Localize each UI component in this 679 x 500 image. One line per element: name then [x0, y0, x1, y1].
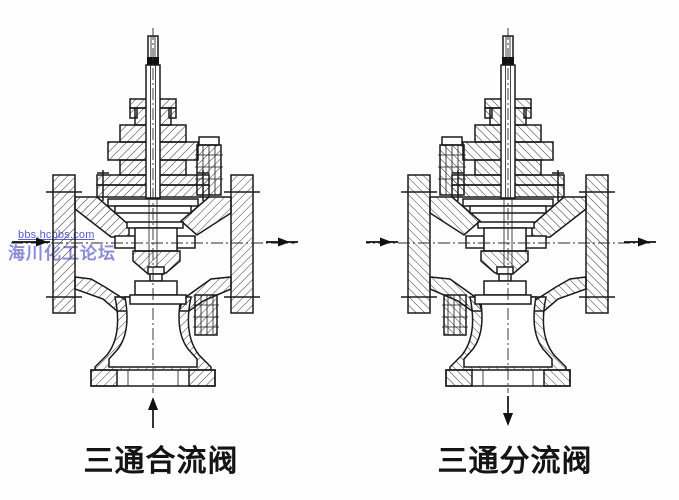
converging-valve-bottom-inlet-arrow-icon	[148, 397, 158, 428]
diverging-valve-right-outlet-arrow-icon	[624, 237, 656, 247]
diverging-valve-drawing	[365, 27, 651, 394]
converging-valve-drawing	[10, 27, 296, 394]
diverging-valve-bottom-outlet-arrow-icon	[503, 396, 513, 426]
diverging-valve-left-inlet-arrow-icon	[366, 237, 398, 247]
converging-valve-right-outlet-arrow-icon	[266, 237, 298, 247]
converging-valve-left-inlet-arrow-icon	[12, 237, 50, 247]
diverging-valve-label: 三通分流阀	[437, 445, 593, 478]
converging-valve-label: 三通合流阀	[83, 445, 239, 478]
